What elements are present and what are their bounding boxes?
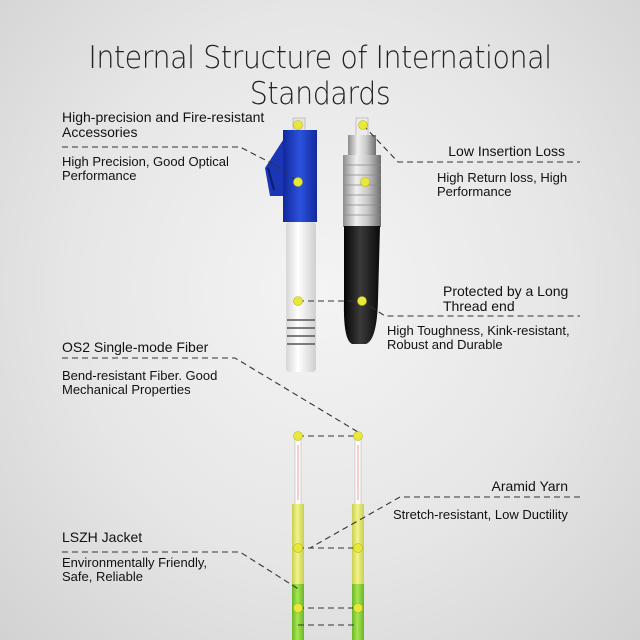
jacket-description: Environmentally Friendly, Safe, Reliable <box>62 555 207 584</box>
aramid-description: Stretch-resistant, Low Ductility <box>393 507 568 522</box>
fc-connector <box>343 117 381 344</box>
page-title: Internal Structure of International Stan… <box>88 40 552 112</box>
fiber-heading: OS2 Single-mode Fiber <box>62 339 209 355</box>
insertion-loss-heading: Low Insertion Loss <box>448 143 565 159</box>
accessories-description: High Precision, Good Optical Performance <box>62 154 229 183</box>
insertion-loss-description: High Return loss, High Performance <box>437 170 568 199</box>
accessories-heading: High-precision and Fire-resistant Access… <box>62 109 265 140</box>
leader-lines <box>62 124 580 626</box>
lc-connector <box>265 117 317 372</box>
thread-end-heading: Protected by a Long Thread end <box>443 283 569 314</box>
thread-end-description: High Toughness, Kink-resistant, Robust a… <box>387 323 570 352</box>
jacket-heading: LSZH Jacket <box>62 529 143 545</box>
aramid-heading: Aramid Yarn <box>491 478 568 494</box>
marker-dots <box>293 120 370 613</box>
fiber-description: Bend-resistant Fiber. Good Mechanical Pr… <box>62 368 218 397</box>
